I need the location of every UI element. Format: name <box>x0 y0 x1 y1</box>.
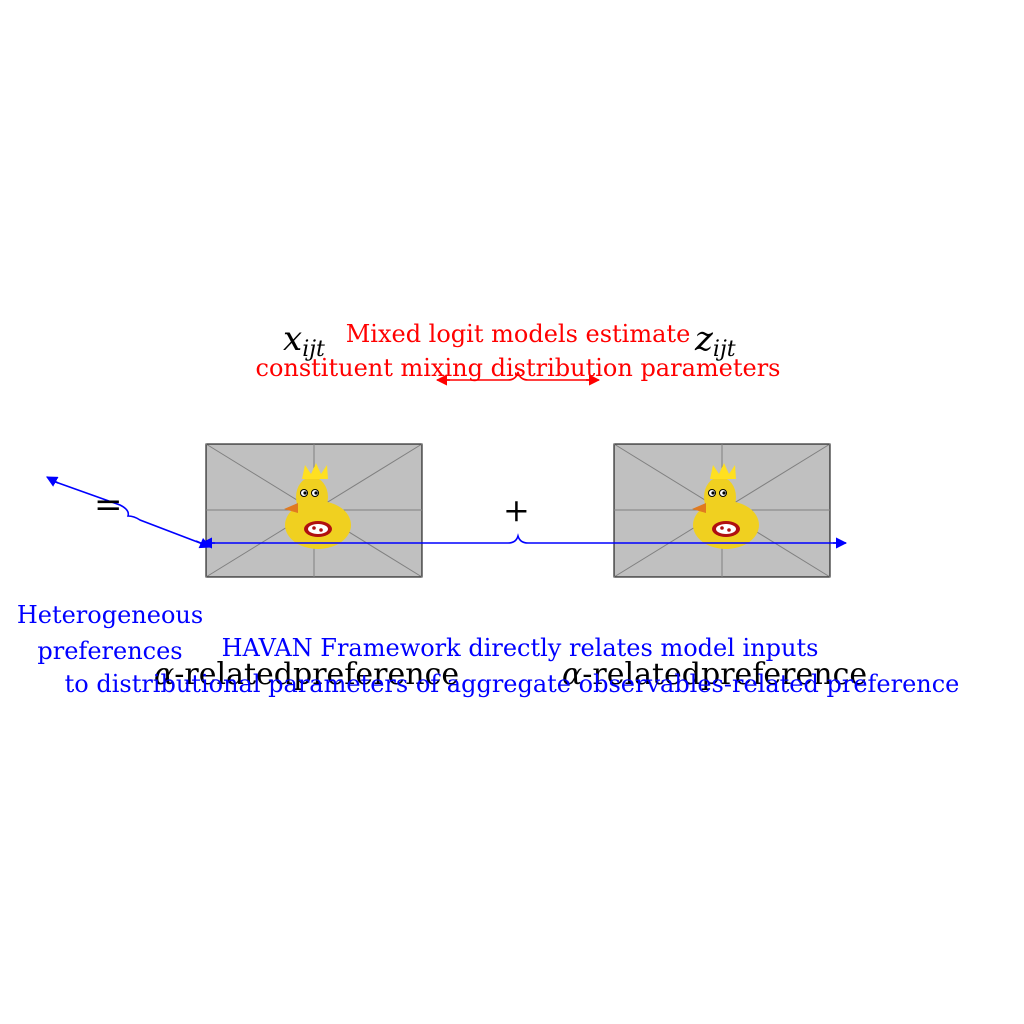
mixed-logit-label-line1: Mixed logit models estimate <box>345 320 691 348</box>
plus-sign: + <box>503 491 530 529</box>
alpha-label-left: α-relatedpreference <box>154 657 460 692</box>
image-placeholder-right <box>613 443 831 578</box>
blue-diagonal-brace <box>46 476 212 549</box>
mixed-logit-label-line2: constituent mixing distribution paramete… <box>255 354 781 382</box>
z-ijt-term: zijt <box>695 319 736 362</box>
heterogeneous-label-line1: Heterogeneous <box>16 601 204 629</box>
havan-label-line1: HAVAN Framework directly relates model i… <box>221 634 819 662</box>
red-brace-arrow <box>435 371 601 386</box>
havan-label-line2: to distributional parameters of aggregat… <box>64 670 960 698</box>
equals-sign: = <box>94 485 123 525</box>
heterogeneous-label-line2: preferences <box>37 637 183 665</box>
x-ijt-term: xijt <box>283 319 325 362</box>
alpha-label-right: α-relatedpreference <box>562 657 868 692</box>
image-placeholder-left <box>205 443 423 578</box>
